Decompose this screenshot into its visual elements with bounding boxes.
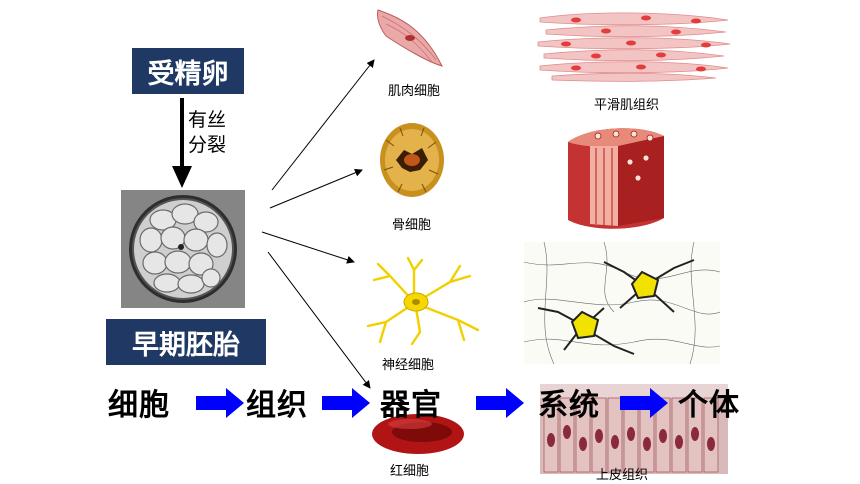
flow-system: 系统 [538,388,600,423]
flow-tissue: 组织 [246,388,308,423]
flow-arrow-4 [620,388,668,418]
muscle-cell-image [377,9,443,67]
nerve-cell-label: 神经细胞 [382,358,435,373]
embryo-label: 早期胚胎 [106,319,266,365]
red-blood-cell-image [372,414,464,454]
mitosis-label: 有丝 分裂 [188,108,226,158]
flow-arrow-1 [196,388,244,418]
flow-arrow-3 [476,388,524,418]
zygote-label: 受精卵 [132,48,244,94]
smooth-muscle-tissue-label: 平滑肌组织 [594,98,660,113]
mitosis-line1: 有丝 [188,109,227,131]
flow-organ: 器官 [380,388,442,423]
flow-individual: 个体 [678,388,740,423]
bone-cell-label: 骨细胞 [392,218,432,233]
embryo-image [121,190,245,308]
mitosis-line2: 分裂 [188,134,227,156]
bone-cell-image [380,123,444,197]
smooth-muscle-tissue-image [537,12,731,82]
muscle-cell-label: 肌肉细胞 [388,84,441,99]
epithelial-tissue-label: 上皮组织 [596,468,649,483]
down-arrow [172,98,192,188]
bone-tissue-image [568,128,664,229]
epithelial-tissue-image [540,384,728,474]
nerve-cell-image [366,256,480,346]
flow-arrow-2 [322,388,370,418]
flow-cell: 细胞 [108,388,170,423]
nerve-tissue-image [524,242,720,364]
red-blood-cell-label: 红细胞 [390,464,430,479]
